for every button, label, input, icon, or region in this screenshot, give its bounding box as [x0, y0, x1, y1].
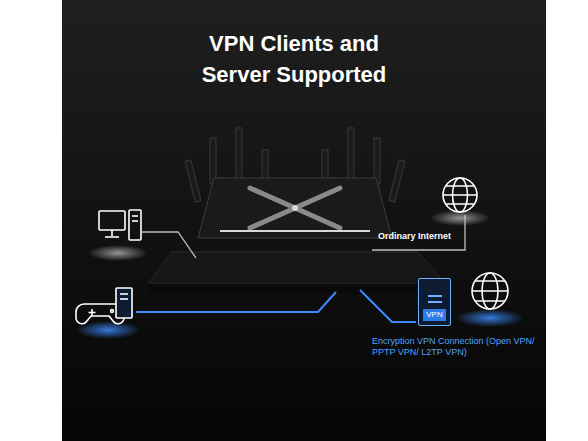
- router-body: [198, 178, 392, 238]
- globe-icon: [472, 273, 508, 309]
- vpn-note: Encryption VPN Connection (Open VPN/ PPT…: [372, 336, 540, 359]
- pc-icon: [99, 210, 141, 240]
- platform: [148, 284, 446, 294]
- glow: [456, 309, 524, 327]
- glow: [88, 245, 148, 261]
- glow: [76, 321, 140, 339]
- server-slot: [428, 295, 442, 297]
- router-x: [250, 188, 340, 228]
- globe-icon: [443, 178, 477, 212]
- server-slot: [428, 301, 442, 303]
- wire: [136, 292, 336, 312]
- wire: [360, 290, 416, 322]
- vpn-tag: VPN: [423, 309, 445, 321]
- router-lights: [220, 205, 370, 232]
- game-icon: [76, 288, 132, 324]
- internet-label: Ordinary Internet: [378, 231, 464, 242]
- platform: [148, 252, 446, 284]
- title: VPN Clients and Server Supported: [184, 28, 404, 90]
- vpn-server: VPN: [418, 278, 451, 326]
- wire: [142, 232, 196, 258]
- background: [62, 0, 546, 441]
